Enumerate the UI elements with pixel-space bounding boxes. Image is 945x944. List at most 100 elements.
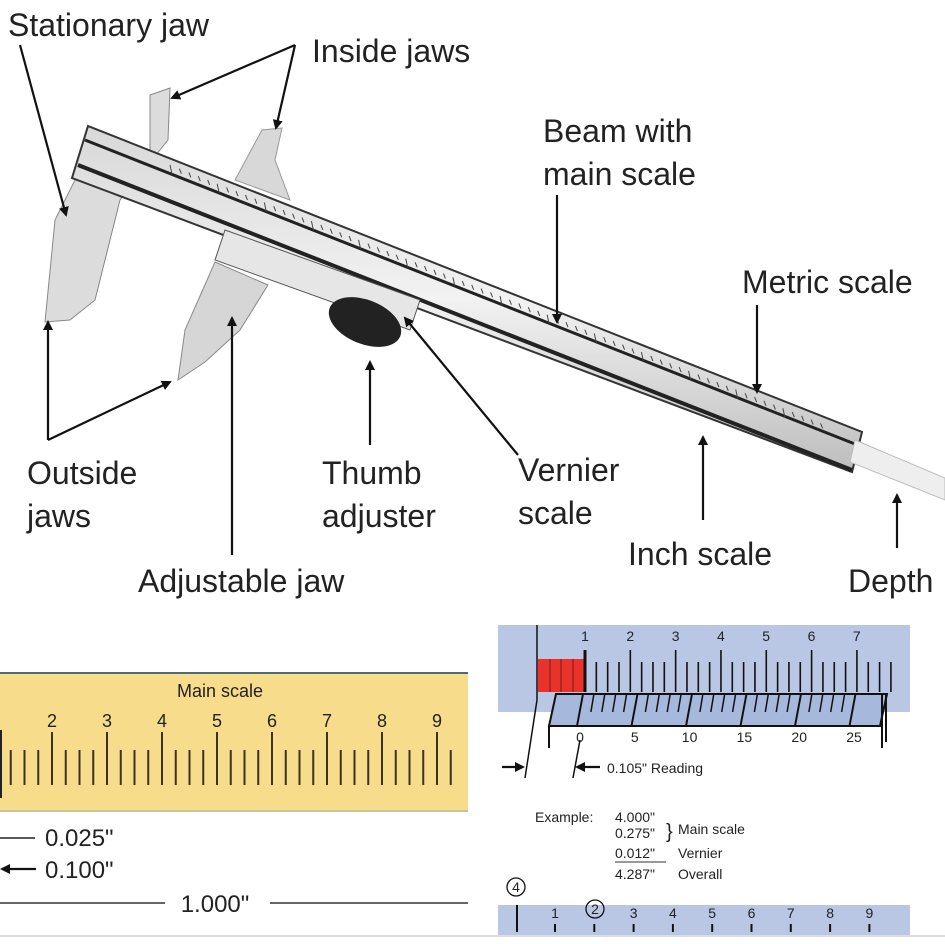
label-outside-line2: jaws <box>26 498 91 534</box>
beam-tick <box>452 277 456 287</box>
vernier-number: 5 <box>631 729 639 745</box>
beam-tick <box>574 325 578 332</box>
label-outside-line1: Outside <box>27 455 137 491</box>
label-vernier-line2: scale <box>518 495 593 531</box>
beam-tick <box>292 213 296 219</box>
label-vernier-line1: Vernier <box>518 452 620 488</box>
main-scale-band <box>0 672 468 812</box>
vernier-main-number: 1 <box>581 628 589 644</box>
beam-tick <box>631 348 635 354</box>
beam-tick <box>697 374 701 380</box>
beam-tick <box>593 333 597 343</box>
main-scale-number: 8 <box>377 711 387 731</box>
reading-label: 0.105" Reading <box>607 760 703 776</box>
dim-1000: 1.000" <box>181 891 250 918</box>
beam-tick <box>735 389 739 399</box>
beam-tick <box>395 254 399 261</box>
beam-tick <box>301 217 305 223</box>
example-desc-3: Vernier <box>678 845 723 861</box>
main-scale-number: 6 <box>267 711 277 731</box>
vernier-minor-tick <box>829 693 835 713</box>
label-stationary-jaw: Stationary jaw <box>8 7 210 43</box>
beam-tick <box>678 366 682 373</box>
bottom-scale-number: 3 <box>630 905 638 921</box>
vernier-minor-tick <box>764 693 770 713</box>
beam-tick <box>490 292 494 298</box>
main-scale-number: 5 <box>212 711 222 731</box>
beam-tick <box>424 265 428 272</box>
main-scale-title: Main scale <box>177 681 263 701</box>
vernier-minor-tick <box>720 693 726 713</box>
vernier-major-tick <box>630 693 639 727</box>
beam-tick <box>603 336 607 343</box>
bottom-scale-number: 9 <box>866 905 874 921</box>
vernier-main-number: 5 <box>762 628 770 644</box>
beam-tick <box>310 221 314 231</box>
beam-tick <box>537 310 541 317</box>
example-calculation: Example: 4.000" 0.275" } Main scale 0.01… <box>535 809 745 882</box>
vernier-major-tick <box>794 693 802 727</box>
example-value-1: 4.000" <box>615 809 655 825</box>
example-value-3: 0.012" <box>615 845 655 861</box>
beam-tick <box>329 228 333 234</box>
beam-tick <box>471 284 475 290</box>
beam-tick <box>244 194 248 201</box>
dim-0025: 0.025" <box>45 825 114 852</box>
main-scale-number: 3 <box>102 711 112 731</box>
beam-tick <box>810 419 814 425</box>
vernier-minor-tick <box>731 693 737 713</box>
example-desc-2: Main scale <box>678 821 745 837</box>
beam-tick <box>706 378 710 384</box>
beam-tick <box>782 408 786 418</box>
beam-tick <box>207 179 211 186</box>
vernier-major-tick <box>739 693 748 727</box>
beam-tick <box>273 205 277 212</box>
main-scale-number: 9 <box>432 711 442 731</box>
beam-tick <box>820 423 824 429</box>
depth-rod <box>849 439 945 501</box>
vernier-minor-tick <box>840 693 846 713</box>
beam-tick <box>754 396 758 403</box>
beam-tick <box>320 224 324 231</box>
vernier-plate <box>547 693 889 727</box>
vernier-major-tick <box>576 693 584 727</box>
beam-tick <box>791 411 795 418</box>
beam-tick <box>546 314 550 324</box>
vernier-minor-tick <box>590 693 595 713</box>
vernier-minor-tick <box>655 693 661 713</box>
beam-tick <box>282 209 286 216</box>
example-value-4: 4.287" <box>615 866 655 882</box>
vernier-minor-tick <box>601 693 606 713</box>
vernier-minor-tick <box>819 693 824 713</box>
beam-tick <box>640 352 644 362</box>
beam-tick <box>659 359 663 365</box>
beam-tick <box>235 191 239 197</box>
bottom-scale-number: 7 <box>787 905 795 921</box>
vernier-minor-tick <box>677 693 682 713</box>
label-metric-scale: Metric scale <box>742 264 913 300</box>
beam-tick <box>499 295 503 306</box>
label-beam-line2: main scale <box>543 156 696 192</box>
vernier-main-number: 6 <box>808 628 816 644</box>
beam-tick <box>480 288 484 294</box>
example-value-2: 0.275" <box>615 825 655 841</box>
beam-tick <box>527 307 531 313</box>
beam-tick <box>508 299 512 305</box>
beam-tick <box>169 164 173 175</box>
beam-tick <box>772 404 776 410</box>
label-beam-line1: Beam with <box>543 113 692 149</box>
dim-0100: 0.100" <box>45 857 114 884</box>
beam-tick <box>433 269 437 275</box>
beam-tick <box>801 415 805 421</box>
beam-tick <box>669 363 673 369</box>
vernier-minor-tick <box>710 693 715 713</box>
label-depth: Depth <box>848 563 933 599</box>
beam-tick <box>367 243 371 249</box>
label-thumb-line2: adjuster <box>322 498 436 534</box>
vernier-number: 10 <box>682 729 698 745</box>
adjustable-jaw <box>177 261 269 382</box>
beam-tick <box>226 187 230 193</box>
inside-jaw-moving <box>234 127 291 201</box>
